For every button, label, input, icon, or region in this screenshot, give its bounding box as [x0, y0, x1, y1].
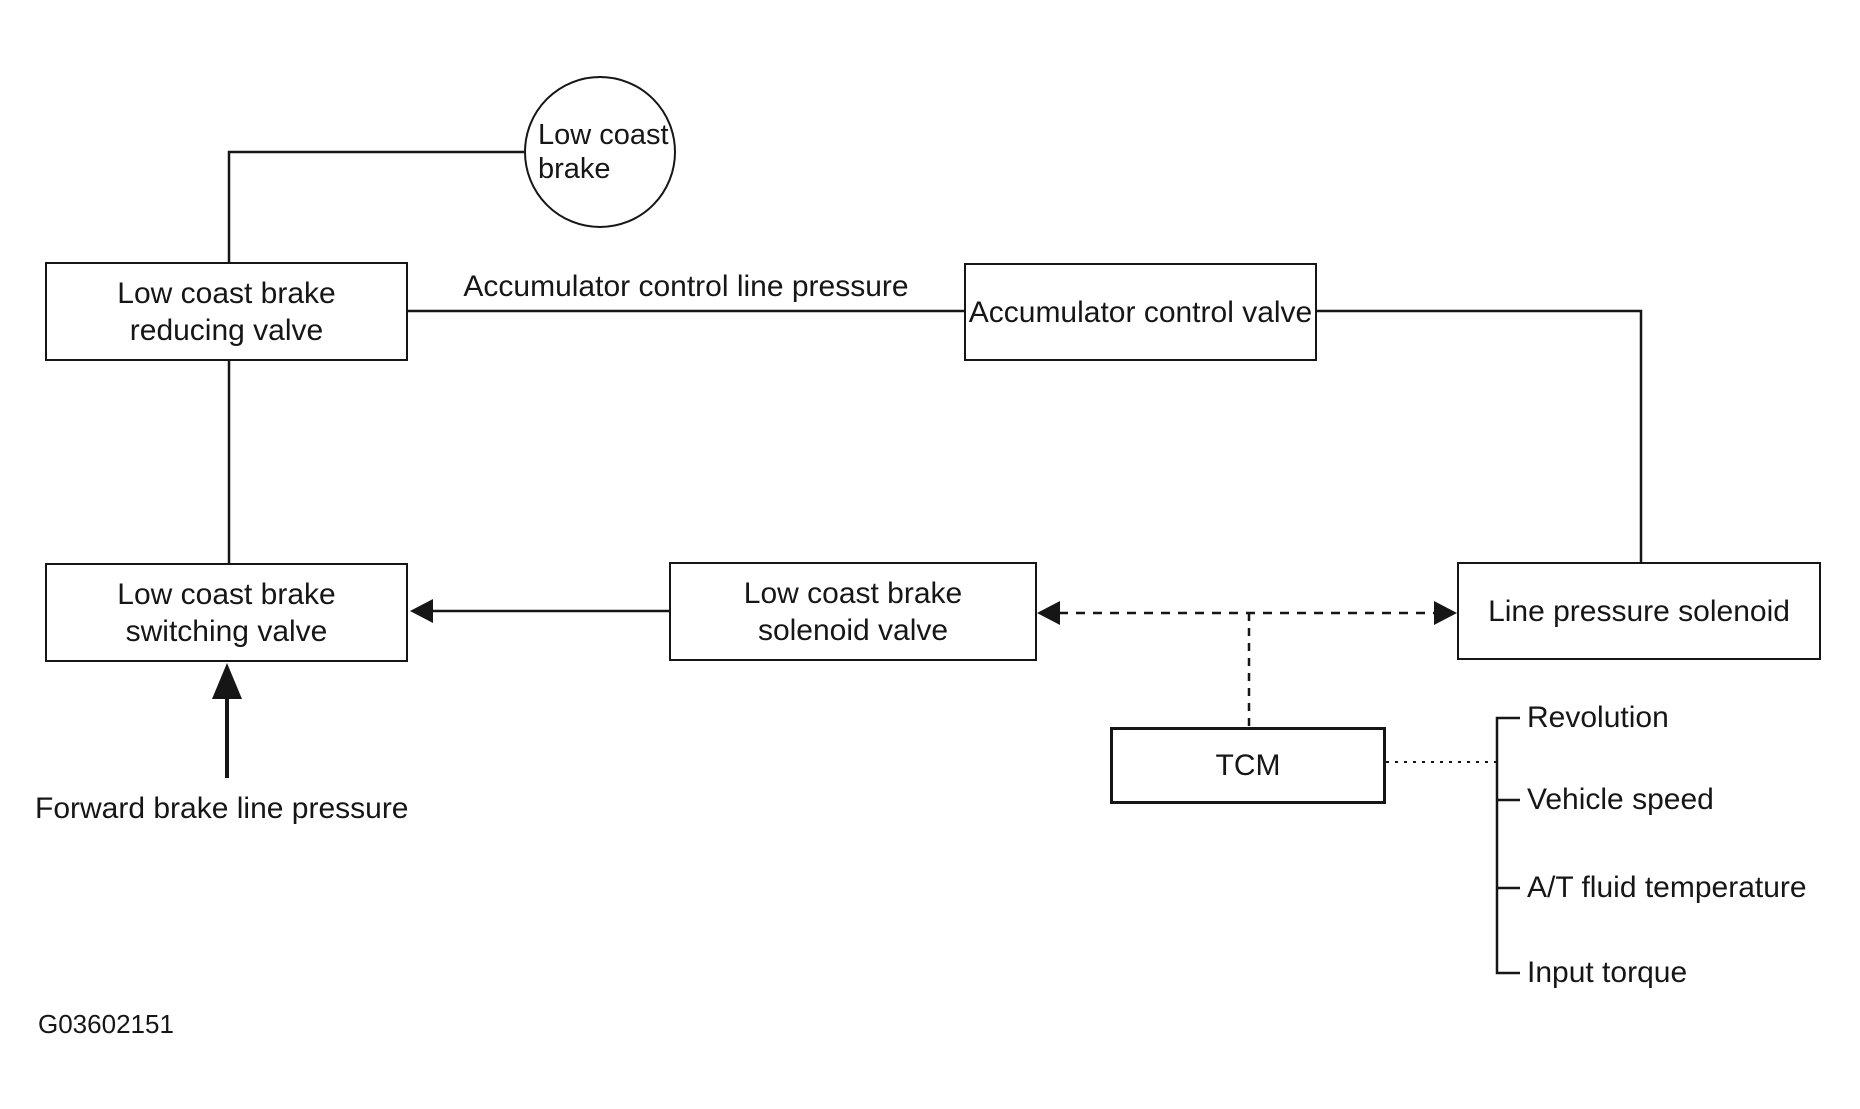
- line-pressure-solenoid-label: Line pressure solenoid: [1488, 594, 1790, 628]
- accumulator-valve-label: Accumulator control valve: [968, 295, 1313, 329]
- node-line-pressure-solenoid: Line pressure solenoid: [1457, 562, 1821, 660]
- switching-valve-label-line2: switching valve: [125, 614, 328, 648]
- solenoid-valve-label-line2: solenoid valve: [757, 613, 949, 647]
- label-forward-brake-line-pressure: Forward brake line pressure: [35, 792, 409, 825]
- node-low-coast-brake: Low coast brake: [524, 76, 676, 228]
- label-tcm-input-input-torque: Input torque: [1527, 956, 1688, 989]
- node-low-coast-brake-label-line2: brake: [538, 153, 611, 185]
- node-accumulator-control-valve: Accumulator control valve: [964, 263, 1317, 361]
- arrowhead-left-into-solenoid-valve: [1037, 601, 1060, 625]
- arrowhead-left-into-switching-valve: [410, 599, 433, 623]
- tcm-input-bus: [1495, 716, 1520, 975]
- node-low-coast-brake-reducing-valve: Low coast brake reducing valve: [45, 262, 408, 361]
- switching-valve-label-line1: Low coast brake: [117, 577, 336, 611]
- label-tcm-input-vehicle-speed: Vehicle speed: [1527, 783, 1714, 816]
- node-low-coast-brake-solenoid-valve: Low coast brake solenoid valve: [669, 562, 1037, 661]
- reducing-valve-label-line2: reducing valve: [129, 313, 324, 347]
- arrowhead-right-into-line-pressure-solenoid: [1434, 601, 1457, 625]
- label-accumulator-control-line-pressure: Accumulator control line pressure: [463, 270, 909, 303]
- reducing-valve-label-line1: Low coast brake: [117, 276, 336, 310]
- edge-accumulator-to-line-pressure-solenoid: [1317, 309, 1643, 562]
- edge-circle-to-reducing-valve: [227, 150, 524, 262]
- node-tcm: TCM: [1110, 727, 1386, 804]
- tcm-label: TCM: [1215, 749, 1281, 782]
- figure-id: G03602151: [38, 1009, 174, 1039]
- arrowhead-up-into-switching-valve: [212, 663, 242, 699]
- label-tcm-input-revolution: Revolution: [1527, 701, 1669, 734]
- solenoid-valve-label-line1: Low coast brake: [743, 576, 963, 610]
- label-tcm-input-at-fluid-temperature: A/T fluid temperature: [1527, 871, 1807, 904]
- node-low-coast-brake-switching-valve: Low coast brake switching valve: [45, 563, 408, 662]
- node-low-coast-brake-label-line1: Low coast: [538, 119, 669, 151]
